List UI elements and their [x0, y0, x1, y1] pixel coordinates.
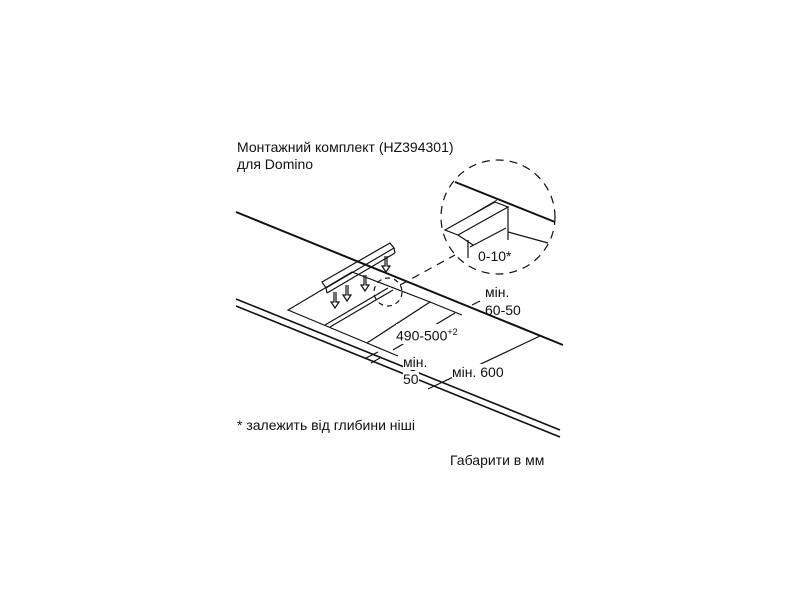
back-min-value: 60-50: [485, 302, 521, 318]
worktop-back-edge: [235, 211, 564, 346]
depth-min-label: мін. 600: [452, 364, 504, 380]
worktop-front-edge: [235, 298, 561, 431]
title-line-2: для Domino: [237, 156, 314, 172]
title-line-1: Монтажний комплект (HZ394301): [237, 139, 454, 155]
front-min-value: 50: [403, 371, 419, 387]
detail-circle: [440, 159, 556, 275]
cutout-depth-value: 490-500: [396, 327, 448, 344]
cutout-depth-tolerance: +2: [447, 327, 458, 337]
cutout-depth-label: 490-500+2: [396, 324, 458, 344]
detail-source-circle: [373, 277, 403, 307]
detail-gap-label: 0-10*: [478, 248, 512, 264]
back-min-label: мін.: [485, 284, 510, 300]
worktop-front-edge-lower: [235, 305, 561, 438]
units-note: Габарити в мм: [450, 452, 545, 468]
front-min-label: мін.: [403, 354, 428, 370]
arrow-icons: [329, 256, 392, 310]
footnote: * залежить від глибини ніші: [237, 417, 415, 433]
